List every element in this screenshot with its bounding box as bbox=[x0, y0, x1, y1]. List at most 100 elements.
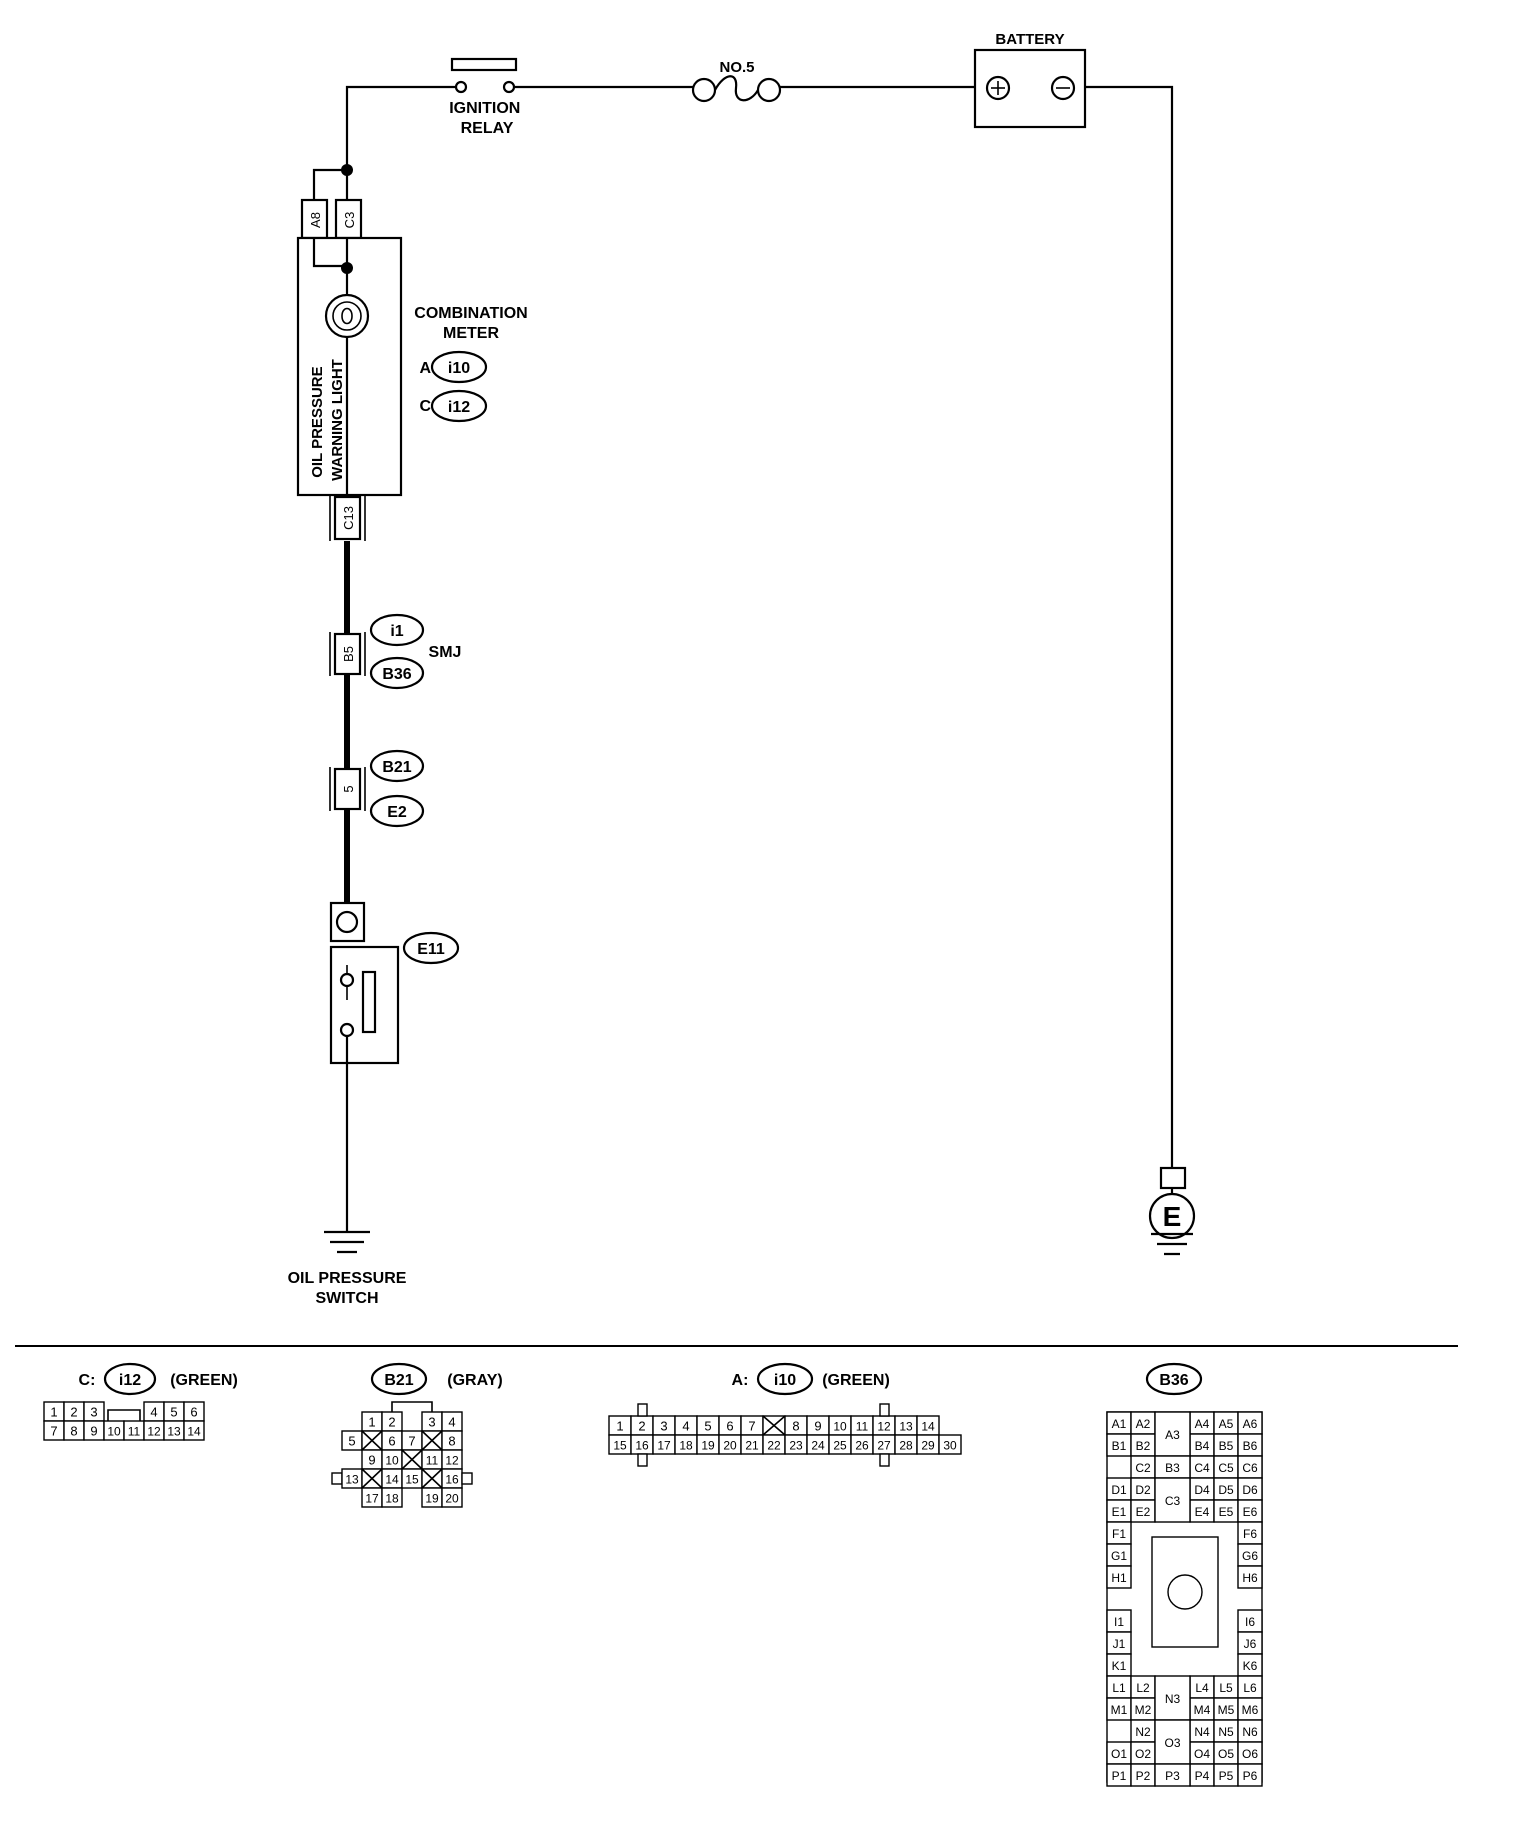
pin-label: B1 bbox=[1112, 1439, 1127, 1453]
b21-e2-joint: 5 B21 E2 bbox=[329, 749, 425, 828]
pin-label: 28 bbox=[899, 1439, 913, 1453]
pin-cell bbox=[1106, 1565, 1132, 1589]
pin-label: C6 bbox=[1242, 1461, 1258, 1475]
pin-label: 16 bbox=[445, 1473, 459, 1487]
pin-label: 11 bbox=[856, 1420, 869, 1434]
pin-label: N6 bbox=[1242, 1725, 1258, 1739]
pin-label: L6 bbox=[1243, 1681, 1257, 1695]
pin-label: E4 bbox=[1195, 1505, 1210, 1519]
pin-cell bbox=[183, 1420, 205, 1441]
pin-label: 4 bbox=[150, 1405, 157, 1420]
c-id: i12 bbox=[119, 1372, 141, 1389]
pin-label: P3 bbox=[1165, 1769, 1180, 1783]
pin-label: K1 bbox=[1112, 1659, 1127, 1673]
pin-label: N2 bbox=[1135, 1725, 1151, 1739]
conn-c-id: i12 bbox=[448, 399, 470, 416]
pin-label: I6 bbox=[1245, 1615, 1255, 1629]
pin-label: J1 bbox=[1113, 1637, 1126, 1651]
pin-cell bbox=[331, 1472, 343, 1485]
pin-label: 4 bbox=[682, 1419, 689, 1434]
pin-label: D4 bbox=[1194, 1483, 1210, 1497]
connector-key-tab bbox=[107, 1409, 141, 1421]
pin-label: 11 bbox=[128, 1425, 141, 1439]
pin-cell bbox=[637, 1453, 648, 1467]
pin-label: 19 bbox=[425, 1492, 439, 1506]
pin-label: E6 bbox=[1243, 1505, 1258, 1519]
pin-label: 8 bbox=[792, 1419, 799, 1434]
pin-label: 22 bbox=[767, 1439, 781, 1453]
pin-label: 2 bbox=[70, 1405, 77, 1420]
fuse-no5: NO.5 bbox=[691, 59, 782, 103]
pin-label: P2 bbox=[1136, 1769, 1151, 1783]
pin-label: 8 bbox=[70, 1424, 77, 1439]
ignition-relay: IGNITION RELAY bbox=[449, 57, 520, 137]
pin-blank-mark bbox=[762, 1415, 786, 1436]
pin-label: 14 bbox=[187, 1425, 201, 1439]
pin-label: 17 bbox=[365, 1492, 379, 1506]
pin-cell bbox=[879, 1453, 890, 1467]
b36-id: B36 bbox=[1159, 1372, 1188, 1389]
pin-label: C2 bbox=[1135, 1461, 1151, 1475]
pin-label: 20 bbox=[723, 1439, 737, 1453]
pin-label: 18 bbox=[679, 1439, 693, 1453]
pin-label: 3 bbox=[660, 1419, 667, 1434]
pin-label: 6 bbox=[726, 1419, 733, 1434]
pin-label: 12 bbox=[147, 1425, 161, 1439]
pin-label: 14 bbox=[385, 1473, 399, 1487]
pin-label: L5 bbox=[1219, 1681, 1233, 1695]
smj-joint: B5 i1 B36 SMJ bbox=[329, 613, 462, 690]
pin-label: 20 bbox=[445, 1492, 459, 1506]
pin-cell bbox=[1237, 1565, 1263, 1589]
battery: BATTERY bbox=[973, 31, 1087, 129]
pin-label: 4 bbox=[448, 1415, 455, 1430]
c-prefix: C: bbox=[79, 1372, 96, 1389]
pin-label: D6 bbox=[1242, 1483, 1258, 1497]
pin-label: L4 bbox=[1195, 1681, 1209, 1695]
pin-label: C5 bbox=[1218, 1461, 1234, 1475]
pin-label: 11 bbox=[426, 1454, 439, 1468]
pin-label: F6 bbox=[1243, 1527, 1257, 1541]
pin-label: 10 bbox=[107, 1425, 121, 1439]
c-color: (GREEN) bbox=[170, 1372, 238, 1389]
pin-label: 18 bbox=[385, 1492, 399, 1506]
pin-label: 27 bbox=[877, 1439, 891, 1453]
switch-label-1: OIL PRESSURE bbox=[288, 1270, 407, 1287]
pin-label: P5 bbox=[1219, 1769, 1234, 1783]
pin-label: 7 bbox=[408, 1434, 415, 1449]
a-color: (GREEN) bbox=[822, 1372, 890, 1389]
pin-cell bbox=[381, 1487, 403, 1508]
ground-e: E bbox=[1148, 1166, 1196, 1256]
smj-conn-bottom: B36 bbox=[382, 666, 411, 683]
pin-label: A3 bbox=[1165, 1428, 1180, 1442]
pin-cell bbox=[938, 1434, 962, 1455]
connector-key-tab bbox=[391, 1401, 433, 1412]
switch-conn: E11 bbox=[417, 941, 445, 958]
pin-label: O2 bbox=[1135, 1747, 1151, 1761]
pin-label: 6 bbox=[388, 1434, 395, 1449]
pin-label: 17 bbox=[657, 1439, 671, 1453]
smj-label: SMJ bbox=[429, 644, 462, 661]
pin-label: 10 bbox=[385, 1454, 399, 1468]
pin-label: I1 bbox=[1114, 1615, 1124, 1629]
pin-label: 2 bbox=[388, 1415, 395, 1430]
b36-center-hole bbox=[1167, 1574, 1203, 1610]
pin-label: A2 bbox=[1136, 1417, 1151, 1431]
pin-label: 6 bbox=[190, 1405, 197, 1420]
pin-cell bbox=[1154, 1411, 1191, 1457]
pin-label: 29 bbox=[921, 1439, 935, 1453]
pin-label: A1 bbox=[1112, 1417, 1127, 1431]
pin-blank-mark bbox=[401, 1449, 423, 1470]
pin-label: H6 bbox=[1242, 1571, 1258, 1585]
pin-a8: A8 bbox=[308, 212, 323, 228]
pin-cell bbox=[1154, 1477, 1191, 1523]
pin-cell bbox=[879, 1403, 890, 1417]
pin-cell bbox=[1237, 1763, 1263, 1787]
pin-label: B3 bbox=[1165, 1461, 1180, 1475]
pin-label: L2 bbox=[1136, 1681, 1150, 1695]
pin-label: E5 bbox=[1219, 1505, 1234, 1519]
pin-label: A4 bbox=[1195, 1417, 1210, 1431]
